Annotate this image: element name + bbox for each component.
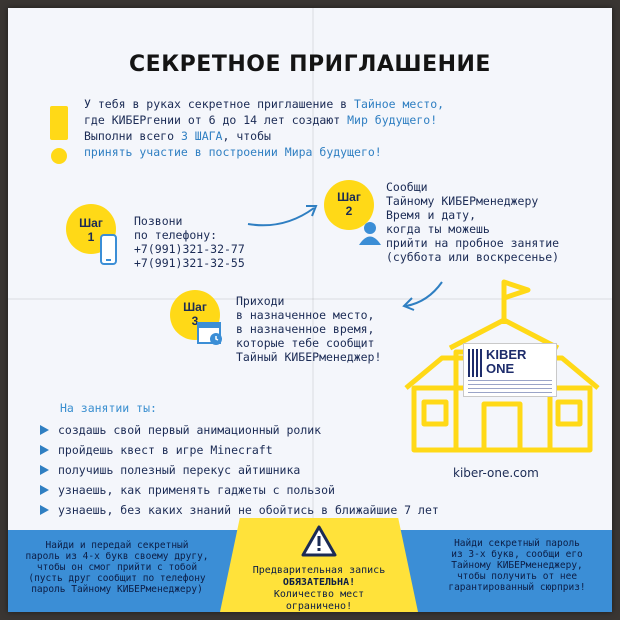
step-3-line: в назначенное место, bbox=[236, 308, 375, 322]
step-3-line: которые тебе сообщит bbox=[236, 336, 375, 350]
lesson-heading: На занятии ты: bbox=[60, 401, 157, 415]
logo-line-2: ONE bbox=[486, 361, 515, 376]
registration-required: ОБЯЗАТЕЛЬНА! bbox=[282, 577, 356, 588]
fold-line-horizontal bbox=[8, 298, 612, 300]
list-item-text: создашь свой первый анимационный ролик bbox=[58, 423, 322, 437]
list-item: узнаешь, без каких знаний не обойтись в … bbox=[38, 500, 458, 520]
bottom-right-line: из 3-х букв, сообщи его bbox=[451, 549, 583, 560]
phone-icon bbox=[100, 234, 117, 265]
phone-number-1[interactable]: +7(991)321-32-77 bbox=[134, 242, 245, 256]
page-title: СЕКРЕТНОЕ ПРИГЛАШЕНИЕ bbox=[129, 52, 491, 77]
step-3-line: в назначенное время, bbox=[236, 322, 375, 336]
bottom-left-text: Найди и передай секретный пароль из 4-х … bbox=[14, 540, 220, 595]
list-item: узнаешь, как применять гаджеты с пользой bbox=[38, 480, 458, 500]
calendar-icon bbox=[197, 322, 222, 345]
list-item-text: получишь полезный перекус айтишника bbox=[58, 463, 301, 477]
bullet-icon bbox=[40, 425, 49, 435]
intro-line-4: принять участие в построении Мира будуще… bbox=[84, 145, 382, 159]
step-3-word: Шаг bbox=[183, 300, 207, 314]
step-3-line: Тайный КИБЕРменеджер! bbox=[236, 350, 382, 364]
intro-future-world: Мир будущего! bbox=[347, 113, 438, 127]
bottom-left-line: пароль Тайному КИБЕРменеджеру) bbox=[31, 584, 203, 595]
lesson-list: создашь свой первый анимационный ролик п… bbox=[38, 420, 458, 520]
website-link[interactable]: kiber-one.com bbox=[453, 466, 539, 480]
list-item: пройдешь квест в игре Minecraft bbox=[38, 440, 458, 460]
step-1-word: Шаг bbox=[79, 216, 103, 230]
step-2-number: 2 bbox=[345, 204, 353, 218]
bottom-right-line: гарантированный сюрприз! bbox=[448, 582, 586, 593]
step-2-line: Сообщи bbox=[386, 180, 428, 194]
list-item: создашь свой первый анимационный ролик bbox=[38, 420, 458, 440]
bullet-icon bbox=[40, 445, 49, 455]
intro-3-steps: 3 ШАГА bbox=[180, 129, 223, 143]
logo-line-1: KIBER bbox=[486, 347, 527, 362]
bottom-left-line: чтобы он смог прийти с тобой bbox=[36, 562, 198, 573]
intro-line-1: У тебя в руках секретное приглашение в bbox=[84, 97, 355, 111]
bullet-icon bbox=[40, 485, 49, 495]
step-3-text: Приходи в назначенное место, в назначенн… bbox=[236, 294, 381, 364]
intro-line-3: Выполни всего bbox=[84, 129, 181, 143]
step-1-line: по телефону: bbox=[134, 228, 218, 242]
list-item-text: узнаешь, как применять гаджеты с пользой bbox=[58, 483, 335, 497]
step-2-word: Шаг bbox=[337, 190, 361, 204]
warning-icon bbox=[301, 525, 337, 557]
list-item: получишь полезный перекус айтишника bbox=[38, 460, 458, 480]
qr-code bbox=[468, 349, 483, 377]
step-2-line: Тайному КИБЕРменеджеру bbox=[386, 194, 539, 208]
step-1-line: Позвони bbox=[134, 214, 183, 228]
exclamation-icon bbox=[50, 106, 68, 140]
arrow-right-icon bbox=[247, 205, 318, 227]
step-2-text: Сообщи Тайному КИБЕРменеджеру Время и да… bbox=[386, 180, 559, 264]
fold-line-vertical bbox=[312, 8, 314, 612]
step-2-line: Время и дату, bbox=[386, 208, 477, 222]
intro-text: У тебя в руках секретное приглашение в Т… bbox=[84, 96, 504, 160]
invitation-sheet: СЕКРЕТНОЕ ПРИГЛАШЕНИЕ У тебя в руках сек… bbox=[8, 8, 612, 612]
step-3-line: Приходи bbox=[236, 294, 285, 308]
bottom-left-line: Найди и передай секретный bbox=[45, 540, 189, 551]
step-2-badge bbox=[324, 180, 374, 230]
bottom-right-line: Тайному КИБЕРменеджеру, bbox=[451, 560, 583, 571]
bottom-center-text: Предварительная запись ОБЯЗАТЕЛЬНА! Коли… bbox=[238, 565, 400, 612]
bottom-right-line: чтобы получить от нее bbox=[456, 571, 578, 582]
limited-seats-note: Количество мест ограничено! bbox=[273, 589, 365, 612]
bottom-left-line: (пусть друг сообщит по телефону bbox=[28, 573, 206, 584]
registration-note: Предварительная запись bbox=[252, 565, 386, 576]
kiber-one-logo: KIBER ONE bbox=[463, 343, 557, 397]
list-item-text: узнаешь, без каких знаний не обойтись в … bbox=[58, 503, 439, 517]
step-2-line: когда ты можешь bbox=[386, 222, 490, 236]
intro-secret-place: Тайное место, bbox=[354, 97, 445, 111]
intro-line-2: где КИБЕРгении от 6 до 14 лет создают bbox=[84, 113, 348, 127]
bullet-icon bbox=[40, 465, 49, 475]
phone-number-2[interactable]: +7(991)321-32-55 bbox=[134, 256, 245, 270]
intro-line-3-end: , чтобы bbox=[222, 129, 271, 143]
step-3-number: 3 bbox=[191, 314, 199, 328]
step-1-text: Позвони по телефону: +7(991)321-32-77 +7… bbox=[134, 214, 245, 270]
bottom-right-line: Найди секретный пароль bbox=[454, 538, 580, 549]
step-1-number: 1 bbox=[87, 230, 95, 244]
bottom-right-text: Найди секретный пароль из 3-х букв, сооб… bbox=[424, 538, 610, 593]
person-icon bbox=[359, 222, 381, 245]
bullet-icon bbox=[40, 505, 49, 515]
list-item-text: пройдешь квест в игре Minecraft bbox=[58, 443, 273, 457]
step-2-line: (суббота или воскресенье) bbox=[386, 250, 560, 264]
logo-fine-print bbox=[468, 379, 552, 393]
exclamation-dot-icon bbox=[51, 148, 67, 164]
bottom-left-line: пароль из 4-х букв своему другу, bbox=[25, 551, 209, 562]
step-2-line: прийти на пробное занятие bbox=[386, 236, 560, 250]
arrow-down-left-icon bbox=[402, 281, 443, 311]
